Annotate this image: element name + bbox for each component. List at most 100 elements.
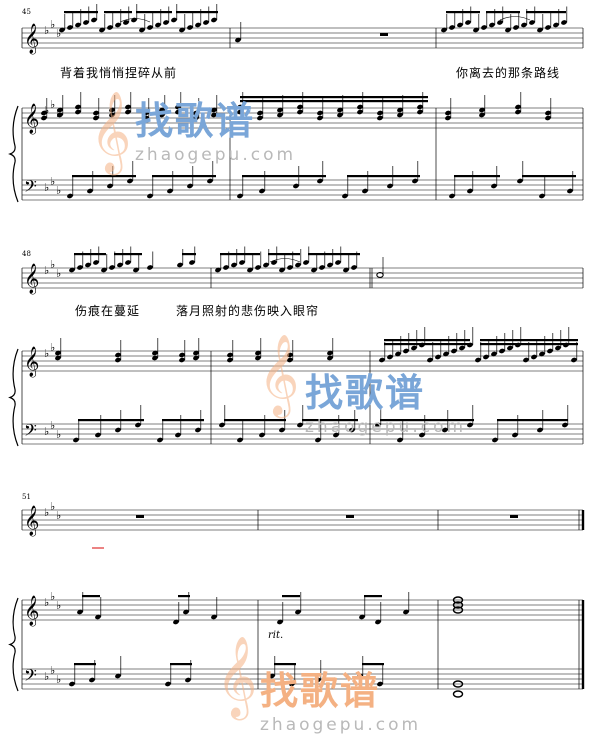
notehead [41, 110, 47, 116]
flat-icon: ♭ [50, 18, 55, 31]
notehead [317, 115, 323, 121]
notehead [491, 351, 497, 357]
notehead [403, 348, 409, 354]
notehead [255, 350, 261, 356]
notehead [491, 183, 497, 189]
flat-icon: ♭ [44, 596, 49, 609]
flat-icon: ♭ [50, 419, 55, 432]
beam [364, 595, 382, 598]
notehead [377, 115, 383, 121]
notehead [357, 673, 363, 679]
beam [480, 343, 578, 346]
notehead [57, 112, 63, 118]
notehead [295, 262, 301, 268]
notehead [337, 112, 343, 118]
measure-number-45: 45 [22, 8, 31, 16]
notehead [397, 107, 403, 113]
notehead [497, 20, 503, 25]
bass-clef-icon: 𝄢 [24, 665, 37, 689]
treble-clef-icon: 𝄞 [24, 346, 39, 378]
notehead [173, 619, 179, 625]
notehead [187, 183, 193, 189]
beam [522, 175, 576, 178]
notehead [75, 109, 81, 115]
notehead [95, 614, 101, 620]
notehead [395, 351, 401, 357]
notehead [459, 345, 465, 351]
notehead [287, 265, 293, 270]
notehead [207, 178, 213, 184]
flat-icon: ♭ [56, 509, 61, 522]
notehead [547, 348, 553, 354]
notehead [397, 112, 403, 118]
notehead [531, 354, 537, 360]
notehead [55, 355, 61, 361]
notehead [317, 110, 323, 116]
notehead [87, 188, 93, 194]
notehead [139, 27, 145, 33]
watermark-clef-icon: 𝄞 [258, 333, 299, 418]
notehead [357, 104, 363, 110]
notehead [357, 109, 363, 115]
beam [454, 175, 500, 178]
notehead [109, 107, 115, 113]
notehead [451, 348, 457, 354]
notehead [67, 193, 73, 199]
brace-icon [8, 597, 19, 692]
notehead [481, 25, 487, 30]
notehead [93, 115, 99, 121]
notehead [545, 110, 551, 116]
notehead [349, 427, 355, 433]
beam [497, 419, 568, 422]
notehead [529, 20, 535, 25]
notehead [319, 265, 325, 270]
notehead [521, 22, 527, 28]
notehead [115, 352, 121, 358]
notehead [93, 110, 99, 116]
notehead [219, 422, 225, 428]
notehead [517, 178, 523, 184]
flat-icon: ♭ [56, 27, 61, 40]
notehead [179, 357, 185, 363]
notehead [561, 20, 567, 25]
notehead [95, 432, 101, 438]
notehead [175, 109, 181, 115]
flat-icon: ♭ [44, 24, 49, 37]
notehead [377, 110, 383, 116]
notehead [513, 25, 519, 30]
notehead [115, 22, 121, 28]
beam [384, 343, 470, 346]
notehead [387, 183, 393, 189]
notehead [255, 355, 261, 361]
whole-rest [510, 515, 518, 518]
treble-clef-icon: 𝄞 [24, 23, 39, 55]
notehead [183, 609, 189, 615]
flat-icon: ♭ [44, 181, 49, 194]
notehead [473, 27, 479, 33]
notehead [123, 20, 129, 25]
notehead [109, 265, 115, 270]
beam [72, 175, 136, 178]
notehead [193, 355, 199, 361]
notehead [537, 27, 543, 33]
notehead [55, 350, 61, 356]
flat-icon: ♭ [56, 673, 61, 686]
notehead [83, 20, 89, 25]
notehead [263, 262, 269, 268]
beam [274, 663, 296, 666]
notehead [515, 104, 521, 110]
notehead [297, 422, 303, 428]
notehead [211, 112, 217, 118]
notehead [59, 27, 65, 33]
brace-icon [8, 348, 19, 447]
bass-clef-icon: 𝄢 [24, 176, 37, 200]
notehead [211, 17, 217, 23]
notehead [342, 193, 348, 199]
notehead [85, 262, 91, 268]
treble-clef-icon: 𝄞 [24, 505, 39, 537]
notehead [159, 107, 165, 113]
staves: 𝄞♭♭♭𝄞♭♭♭𝄢♭♭♭𝄞♭♭♭𝄞♭♭♭𝄢♭♭♭𝄞♭♭♭𝄞♭♭♭𝄢♭♭♭ [8, 18, 585, 692]
beam [480, 339, 578, 342]
whole-note [452, 606, 464, 614]
